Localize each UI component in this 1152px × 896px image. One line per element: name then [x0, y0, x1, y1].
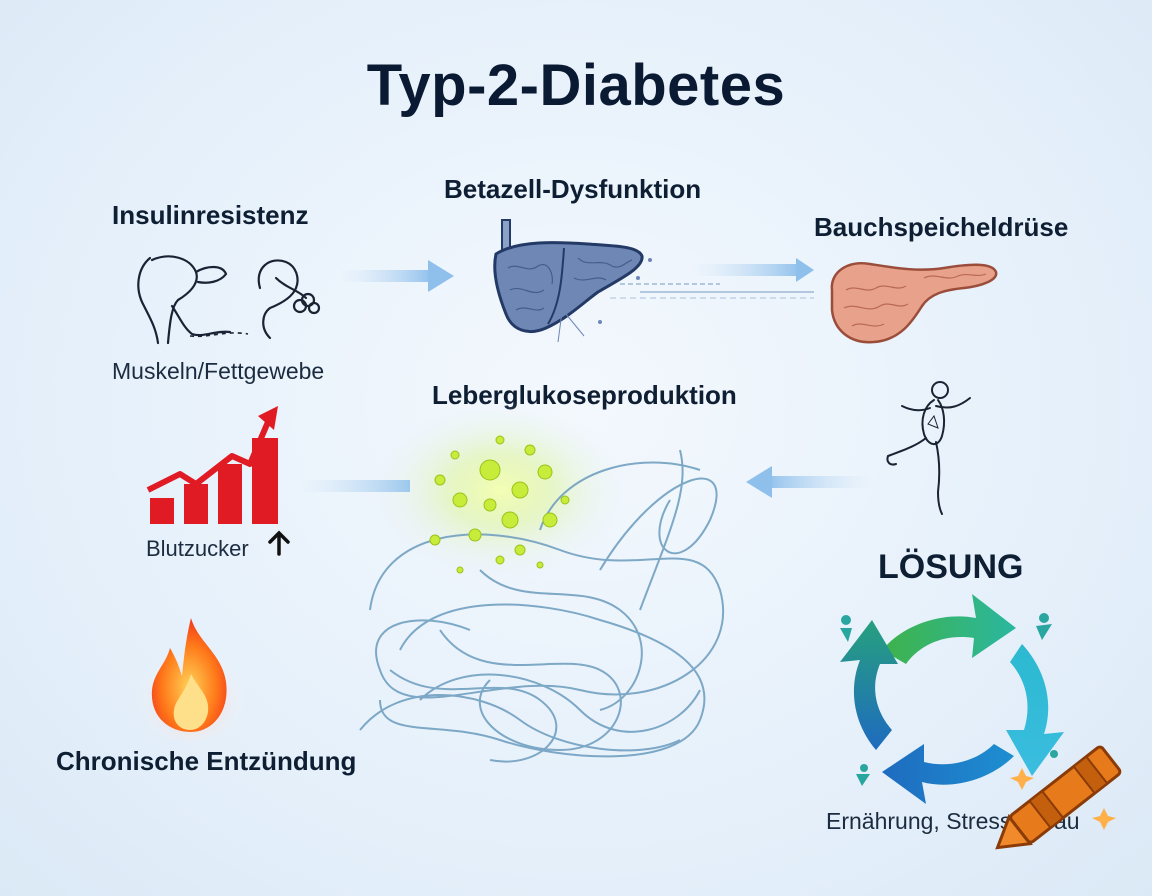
blutzucker-label: Blutzucker	[146, 536, 249, 561]
betazell-label: Betazell-Dysfunktion	[444, 174, 702, 204]
up-arrow-icon	[268, 530, 290, 556]
liver-icon	[493, 219, 652, 343]
pancreas-icon	[830, 261, 998, 344]
crayon-icon	[995, 745, 1122, 850]
loesung-sublabel: Ernährung, Stress	[826, 808, 1012, 834]
page-title: Typ-2-Diabetes	[366, 53, 786, 118]
cycle-arrows-icon	[840, 594, 1064, 804]
insulinresistenz-label: Insulinresistenz	[112, 200, 309, 230]
exercise-figure-icon	[886, 381, 971, 515]
muscle-fat-icon	[137, 255, 321, 345]
rising-bar-chart-icon	[146, 406, 278, 524]
arrow-icon	[746, 466, 872, 498]
pankreas-label: Bauchspeicheldrüse	[814, 212, 1069, 242]
tangled-vessels-icon	[359, 400, 725, 763]
loesung-label: LÖSUNG	[878, 548, 1024, 586]
entzuendung-label: Chronische Entzündung	[56, 746, 357, 776]
arrow-icon	[610, 258, 814, 299]
insulinresistenz-sublabel: Muskeln/Fettgewebe	[112, 358, 325, 384]
flame-icon	[137, 618, 245, 742]
arrow-icon	[340, 260, 454, 292]
arrow-icon	[300, 480, 410, 492]
